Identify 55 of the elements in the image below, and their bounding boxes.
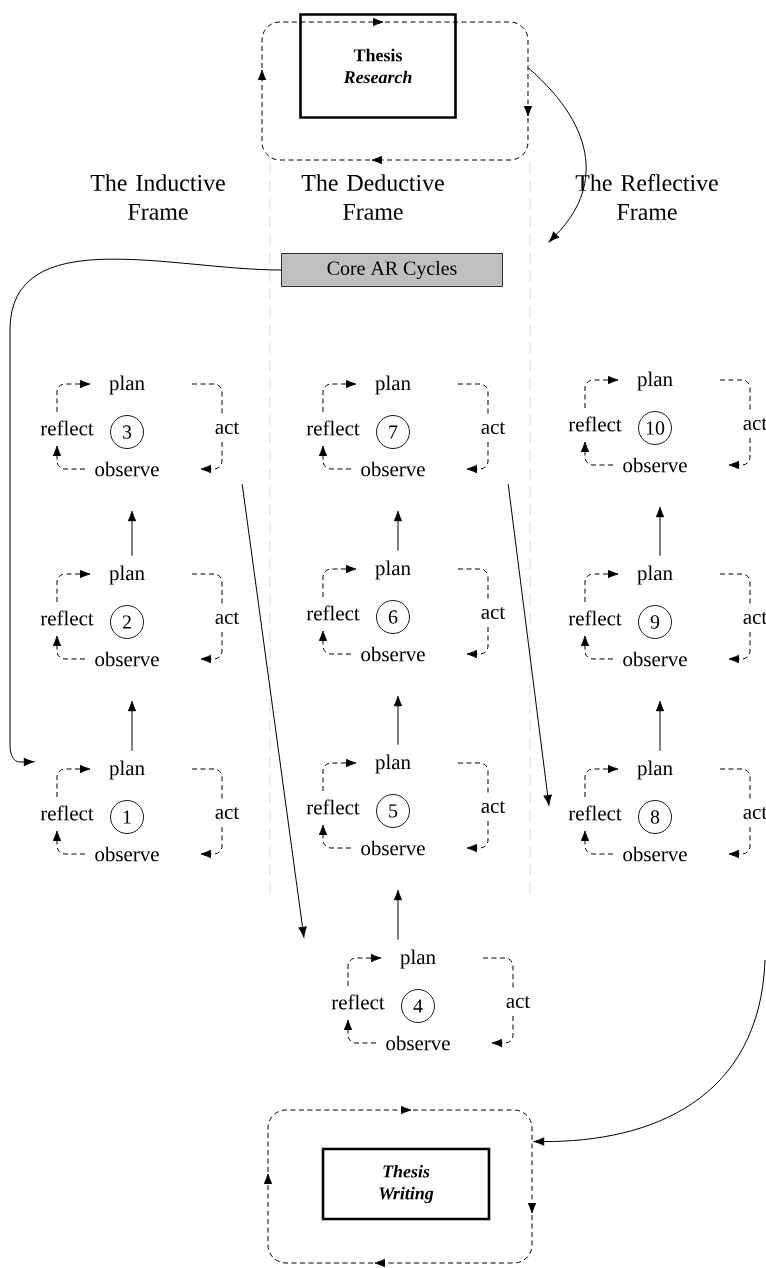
cycle-step-label: observe (361, 646, 425, 662)
cycle-step-label: reflect (306, 420, 360, 436)
cycle-step-label: plan (109, 760, 145, 780)
cycle-step-label: reflect (40, 805, 94, 821)
cycle-step-label: plan (400, 949, 436, 969)
core-box: Core AR Cycles (281, 253, 503, 287)
cycle-step-label: reflect (568, 610, 622, 626)
cycle-step-label: observe (623, 457, 687, 473)
cycle-step-label: reflect (40, 420, 94, 436)
cycle-step-label: act (215, 807, 240, 819)
cycle-step-label: observe (361, 840, 425, 856)
arrow (127, 510, 137, 557)
cycle-step-label: plan (109, 565, 145, 585)
arrow (393, 695, 403, 746)
cycle-step-label: reflect (40, 610, 94, 626)
cycle-step-label: reflect (331, 994, 385, 1010)
cycle-step-label: plan (637, 371, 673, 391)
cycle-step-label: observe (95, 461, 159, 477)
cycle-step-label: observe (386, 1035, 450, 1051)
frame-heading: The Inductive Frame (90, 174, 225, 220)
cycle-step-label: observe (361, 461, 425, 477)
cycle-step-label: observe (95, 846, 159, 862)
arrow (127, 700, 137, 752)
cycle-step-label: observe (95, 651, 159, 667)
cycle-step-label: plan (375, 560, 411, 580)
arrow (9, 258, 282, 767)
thesis-box: Thesis Writing (321, 1147, 491, 1221)
frame-heading: The Reflective Frame (575, 174, 718, 220)
cycle-step-label: act (481, 607, 506, 619)
cycle-step-label: plan (375, 754, 411, 774)
cycle-step-label: act (215, 422, 240, 434)
cycle-step-label: plan (637, 760, 673, 780)
thesis-box: Thesis Research (299, 13, 457, 119)
arrow (507, 483, 552, 806)
cycle-step-label: act (481, 801, 506, 813)
arrow (655, 506, 665, 557)
frame-heading: The Deductive Frame (301, 174, 444, 220)
cycle-step-label: plan (637, 565, 673, 585)
arrow (655, 700, 665, 752)
arrow (393, 889, 403, 941)
arrow (393, 510, 403, 552)
cycle-step-label: plan (375, 375, 411, 395)
cycle-step-label: observe (623, 846, 687, 862)
cycle-step-label: act (215, 612, 240, 624)
cycle-step-label: plan (109, 375, 145, 395)
arrow (527, 67, 587, 243)
cycle-step-label: reflect (568, 805, 622, 821)
cycle-step-label: reflect (306, 605, 360, 621)
cycle-step-label: act (506, 996, 531, 1008)
cycle-step-label: act (481, 422, 506, 434)
cycle-step-label: reflect (306, 799, 360, 815)
arrow (533, 959, 766, 1146)
cycle-step-label: observe (623, 651, 687, 667)
cycle-step-label: reflect (568, 416, 622, 432)
arrow (241, 483, 307, 938)
